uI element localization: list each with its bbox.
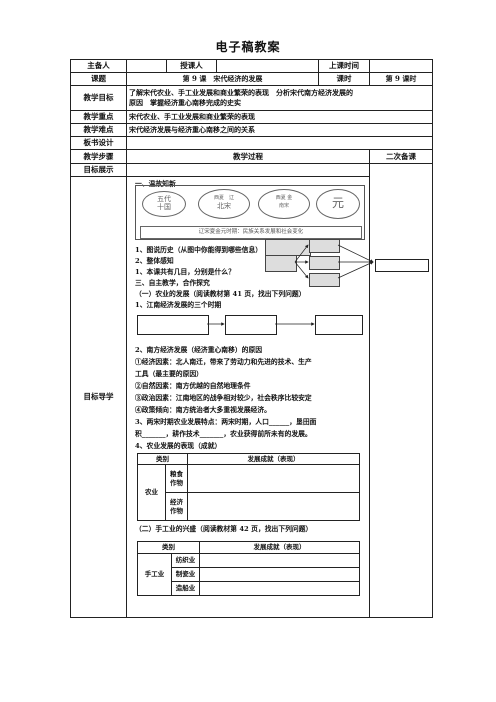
- process-label: 教学过程: [126, 149, 370, 164]
- q-features: 3、两宋时期农业发展特点：两宋时期，人口______，垦田面: [135, 418, 317, 426]
- handicraft-table: 类别 发展成就（表现） 手工业 纺织业 制瓷业 造船业: [137, 541, 360, 596]
- craft-header-achievement: 发展成就（表现）: [199, 541, 360, 554]
- steps-label: 教学步骤: [70, 149, 127, 164]
- craft-textile-answer[interactable]: [199, 553, 360, 568]
- second-prep-cell[interactable]: [369, 163, 433, 618]
- oval-wudai-bottom: 十国: [157, 203, 171, 211]
- craft-row-textile: 纺织业: [171, 553, 200, 568]
- period-box-3[interactable]: [315, 315, 363, 335]
- key-label: 教学重点: [70, 110, 127, 124]
- section-overview: 2、整体感知: [135, 257, 174, 265]
- teacher-label: 授课人: [166, 59, 217, 73]
- topic-value: 第 9 课 宋代经济的发展: [126, 72, 319, 86]
- q-features-cont: 积_______，耕作技术_______，农业获得前所未有的发展。: [135, 430, 312, 438]
- lesson-plan-table: 主备人 授课人 上课时间 课题 第 9 课 宋代经济的发展 课时 第 9 课时 …: [70, 59, 433, 618]
- hours-label: 课时: [318, 72, 370, 86]
- agri-grain-answer[interactable]: [187, 464, 360, 493]
- reason-natural: ②自然因素：南方优越的自然地理条件: [135, 382, 251, 390]
- oval-nansong-top: 西夏 金: [275, 195, 293, 201]
- difficult-label: 教学难点: [70, 123, 127, 137]
- reason-political: ③政治因素：江南地区的战争相对较少，社会秩序比较安定: [135, 394, 312, 402]
- q-picture-history: 1、图说历史（从图中你能得到哪些信息）: [135, 246, 263, 254]
- display-label: 目标展示: [70, 163, 127, 177]
- answer-box-4[interactable]: [309, 273, 340, 287]
- answer-box-3[interactable]: [309, 256, 340, 270]
- reason-economic-cont: 工具（最主要的原因）: [135, 370, 203, 378]
- period-box-1[interactable]: [137, 315, 209, 335]
- agriculture-table: 类别 发展成就（表现） 农业 粮食作物 经济作物: [137, 453, 360, 521]
- section-review: 一、温故知新: [135, 180, 176, 188]
- q-reasons: 2、南方经济发展（经济重心南移）的原因: [135, 346, 263, 354]
- oval-beisong: 西夏 辽 北宋: [198, 189, 250, 219]
- agri-row-grain: 粮食作物: [165, 464, 188, 493]
- diagram-arrows: [207, 244, 374, 326]
- board-label: 板书设计: [70, 136, 127, 150]
- process-cell: 一、温故知新 五代 十国 西夏 辽 北宋 西夏 金 南宋 元 辽宋夏金元时期：民…: [126, 176, 374, 618]
- oval-beisong-top: 西夏 辽: [213, 195, 234, 201]
- dynasty-diagram: 五代 十国 西夏 辽 北宋 西夏 金 南宋 元 辽宋夏金元时期：民族关系发展和社…: [135, 185, 365, 240]
- q-three-periods: 1、江南经济发展的三个时期: [135, 301, 222, 309]
- topic-label: 课题: [70, 72, 127, 86]
- reason-policy: ④政策倾向：南方统治者大多重视发展经济。: [135, 406, 271, 414]
- agri-category: 农业: [137, 464, 166, 521]
- oval-yuan: 元: [316, 189, 360, 219]
- display-value[interactable]: [126, 163, 370, 177]
- craft-category: 手工业: [137, 553, 172, 596]
- preparer-label: 主备人: [70, 59, 127, 73]
- objectives-text: 了解宋代农业、手工业发展和商业繁荣的表现 分析宋代南方经济发展的 原因 掌握经济…: [126, 85, 433, 111]
- objectives-line: 原因 掌握经济重心南移完成的史实: [129, 98, 241, 107]
- agri-header-achievement: 发展成就（表现）: [187, 453, 360, 465]
- second-prep-label: 二次备课: [369, 149, 433, 164]
- oval-wudai-top: 五代: [157, 195, 171, 203]
- subsection-handicraft: （二）手工业的兴盛（阅读教材第 42 页，找出下列问题）: [135, 525, 313, 533]
- reason-economic: ①经济因素：北人南迁，带来了劳动力和先进的技术、生产: [135, 358, 312, 366]
- section-self-study: 三、自主教学，合作探究: [135, 279, 210, 287]
- subsection-agriculture: （一）农业的发展（阅读教材第 41 页，找出下列问题）: [135, 290, 306, 298]
- teacher-value[interactable]: [216, 59, 319, 73]
- q-agri-achievements: 4、农业发展的表现（成就）: [135, 442, 222, 450]
- class-time-value[interactable]: [369, 59, 433, 73]
- hours-value: 第 9 课时: [369, 72, 433, 86]
- guide-label: 目标导学: [70, 176, 127, 618]
- oval-yuan-text: 元: [331, 196, 344, 210]
- key-text: 宋代农业、手工业发展和商业繁荣的表现: [126, 110, 433, 124]
- objectives-line: 了解宋代农业、手工业发展和商业繁荣的表现 分析宋代南方经济发展的: [129, 88, 353, 97]
- agri-header-category: 类别: [137, 453, 188, 465]
- period-box-2[interactable]: [225, 315, 277, 335]
- diagram-caption: 辽宋夏金元时期：民族关系发展和社会变化: [140, 226, 362, 239]
- oval-nansong-bottom: 南宋: [278, 203, 289, 209]
- oval-wudai: 五代 十国: [142, 191, 186, 217]
- agri-row-cash: 经济作物: [165, 492, 188, 521]
- document-title: 电子稿教案: [215, 40, 281, 54]
- agri-cash-answer[interactable]: [187, 492, 360, 521]
- craft-porcelain-answer[interactable]: [199, 567, 360, 582]
- class-time-label: 上课时间: [318, 59, 370, 73]
- second-prep-box[interactable]: [375, 259, 429, 272]
- craft-header-category: 类别: [137, 541, 200, 554]
- preparer-value[interactable]: [126, 59, 167, 73]
- oval-nansong: 西夏 金 南宋: [258, 189, 310, 219]
- craft-row-porcelain: 制瓷业: [171, 567, 200, 582]
- q-sections: 1、本课共有几目，分别是什么？: [135, 268, 235, 276]
- board-value[interactable]: [126, 136, 433, 150]
- objectives-label: 教学目标: [70, 85, 127, 111]
- difficult-text: 宋代经济发展与经济重心南移之间的关系: [126, 123, 433, 137]
- oval-beisong-bottom: 北宋: [217, 202, 231, 210]
- craft-shipbuilding-answer[interactable]: [199, 581, 360, 596]
- craft-row-shipbuilding: 造船业: [171, 581, 200, 596]
